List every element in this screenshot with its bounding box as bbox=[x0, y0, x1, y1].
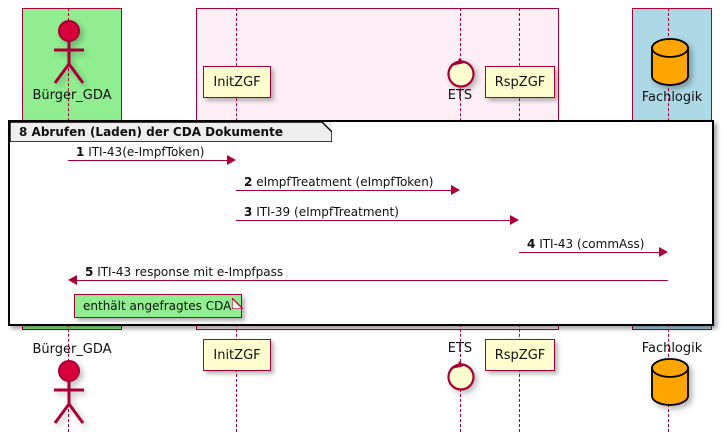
participant-box-rspzgf-top[interactable]: RspZGF bbox=[485, 66, 555, 98]
participant-label-fachlogik-bottom: Fachlogik bbox=[641, 341, 703, 356]
participant-label-ets-bottom: ETS bbox=[447, 341, 473, 356]
participant-label-buerger-top: Bürger_GDA bbox=[32, 88, 112, 103]
message-number-4: 4 bbox=[527, 237, 536, 251]
fragment-body bbox=[10, 122, 712, 324]
message-line-3 bbox=[236, 220, 510, 221]
actor-icon-buerger-bottom bbox=[48, 360, 90, 426]
database-icon-fachlogik-bottom bbox=[650, 358, 690, 406]
message-arrowhead-4 bbox=[659, 247, 668, 257]
message-arrowhead-1 bbox=[227, 155, 236, 165]
message-text-2: eImpfTreatment (eImpfToken) bbox=[256, 175, 434, 189]
message-label-3: 3 ITI-39 (eImpfTreatment) bbox=[244, 205, 399, 219]
message-label-1: 1 ITI-43(e-ImpfToken) bbox=[76, 145, 204, 159]
message-number-3: 3 bbox=[244, 205, 253, 219]
message-line-2 bbox=[236, 190, 451, 191]
message-number-1: 1 bbox=[76, 145, 85, 159]
message-label-5: 5 ITI-43 response mit e-Impfpass bbox=[85, 265, 283, 279]
participant-box-initzgf-bottom[interactable]: InitZGF bbox=[203, 339, 271, 371]
message-label-4: 4 ITI-43 (commAss) bbox=[527, 237, 644, 251]
actor-icon-buerger-top bbox=[48, 20, 90, 86]
control-icon-ets-top bbox=[444, 55, 478, 89]
participant-label-buerger-bottom: Bürger_GDA bbox=[32, 342, 112, 357]
fragment-frame bbox=[8, 120, 714, 326]
message-line-1 bbox=[68, 160, 227, 161]
note-cda: enthält angefragtes CDA bbox=[74, 294, 242, 318]
participant-box-initzgf-top[interactable]: InitZGF bbox=[203, 66, 271, 98]
participant-box-rspzgf-bottom[interactable]: RspZGF bbox=[485, 339, 555, 371]
control-icon-ets-bottom bbox=[444, 358, 478, 392]
message-arrowhead-5 bbox=[68, 275, 77, 285]
message-arrowhead-3 bbox=[510, 215, 519, 225]
message-text-4: ITI-43 (commAss) bbox=[539, 237, 645, 251]
message-line-4 bbox=[519, 252, 659, 253]
message-text-5: ITI-43 response mit e-Impfpass bbox=[97, 265, 284, 279]
message-number-2: 2 bbox=[244, 175, 253, 189]
fragment-header-label: 8 Abrufen (Laden) der CDA Dokumente bbox=[19, 125, 283, 139]
message-text-3: ITI-39 (eImpfTreatment) bbox=[256, 205, 399, 219]
fragment-header: 8 Abrufen (Laden) der CDA Dokumente bbox=[9, 121, 333, 143]
note-fold-icon bbox=[231, 294, 245, 310]
message-line-5 bbox=[77, 280, 668, 281]
database-icon-fachlogik-top bbox=[650, 38, 690, 86]
message-label-2: 2 eImpfTreatment (eImpfToken) bbox=[244, 175, 433, 189]
message-arrowhead-2 bbox=[451, 185, 460, 195]
message-number-5: 5 bbox=[85, 265, 94, 279]
message-text-1: ITI-43(e-ImpfToken) bbox=[88, 145, 205, 159]
participant-label-fachlogik-top: Fachlogik bbox=[641, 90, 703, 105]
participant-label-ets-top: ETS bbox=[447, 88, 473, 103]
